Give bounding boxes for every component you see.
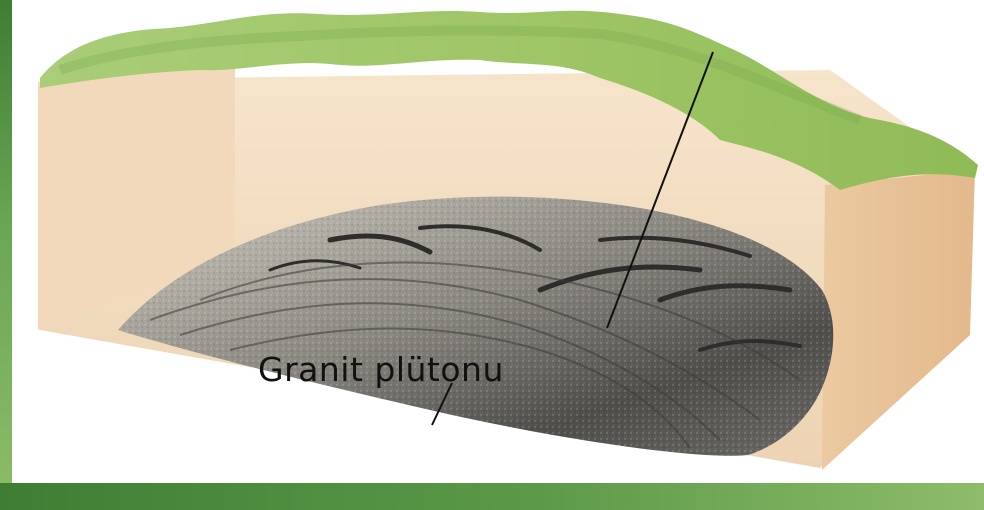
soil-right-face bbox=[822, 170, 975, 470]
pluton-label: Granit plütonu bbox=[258, 350, 504, 389]
